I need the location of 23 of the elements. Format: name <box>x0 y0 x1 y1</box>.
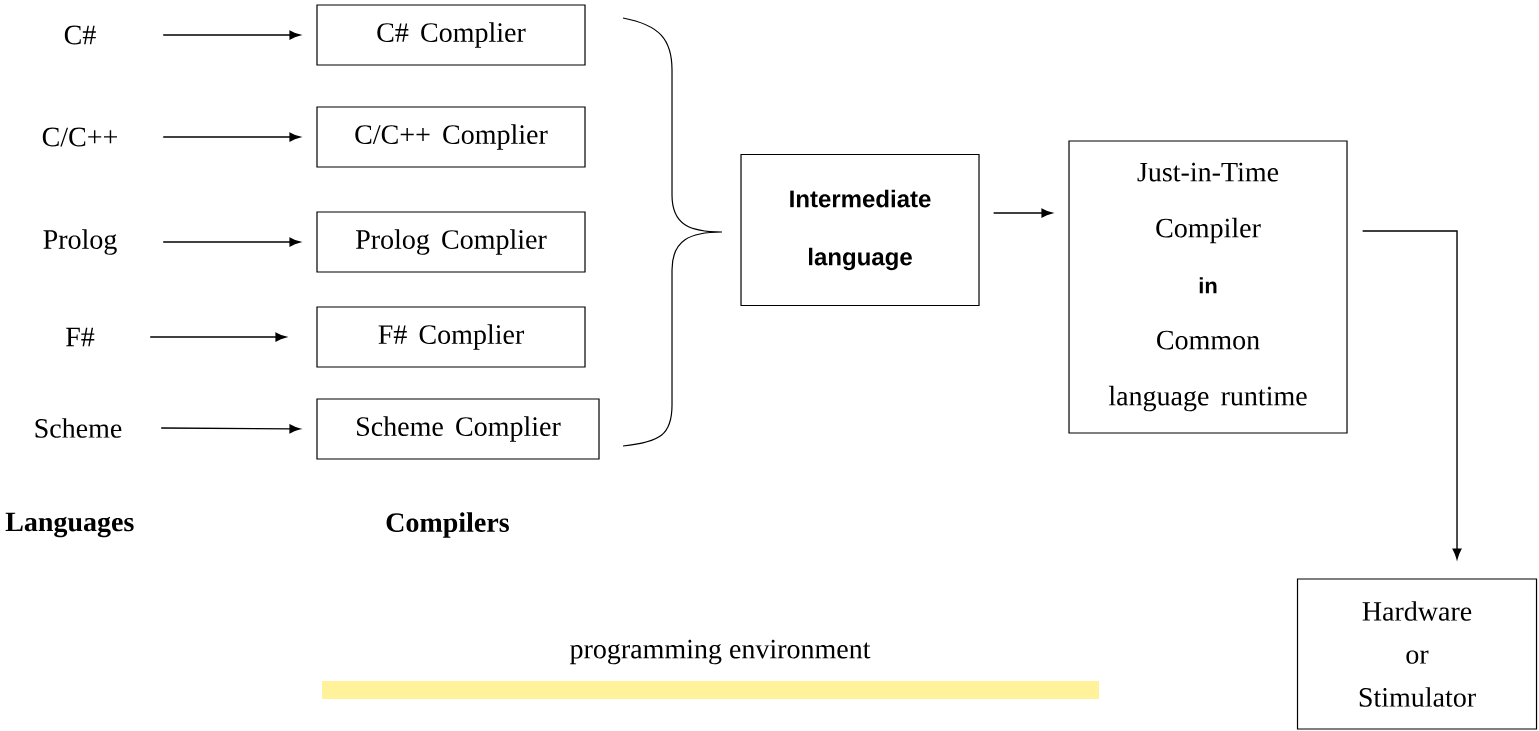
arrow <box>992 208 1053 218</box>
language-label: C/C++ <box>42 127 117 147</box>
arrow <box>1361 230 1462 560</box>
process-box: Just-in-Time Compiler in Common language runtime <box>1068 140 1348 434</box>
arrow <box>162 237 301 247</box>
column-heading: Languages <box>5 512 134 538</box>
arrow <box>160 424 301 434</box>
language-label: Scheme <box>35 418 122 438</box>
arrow <box>162 30 301 40</box>
language-label: Prolog <box>43 229 117 255</box>
process-box: Intermediate language <box>740 153 980 307</box>
arrow <box>162 132 301 142</box>
process-box: Hardware or Stimulator <box>1296 578 1538 730</box>
column-heading: Compilers <box>386 512 509 538</box>
process-box: C# Complier <box>316 4 586 66</box>
process-box: C/C++ Complier <box>316 106 586 168</box>
process-box: Scheme Complier <box>316 398 600 460</box>
caption-text: programming environment <box>570 639 871 665</box>
arrow <box>149 332 287 342</box>
language-label: C# <box>64 25 96 45</box>
process-box: Prolog Complier <box>316 211 586 273</box>
process-box: F# Complier <box>316 306 586 368</box>
language-label: F# <box>66 327 95 347</box>
